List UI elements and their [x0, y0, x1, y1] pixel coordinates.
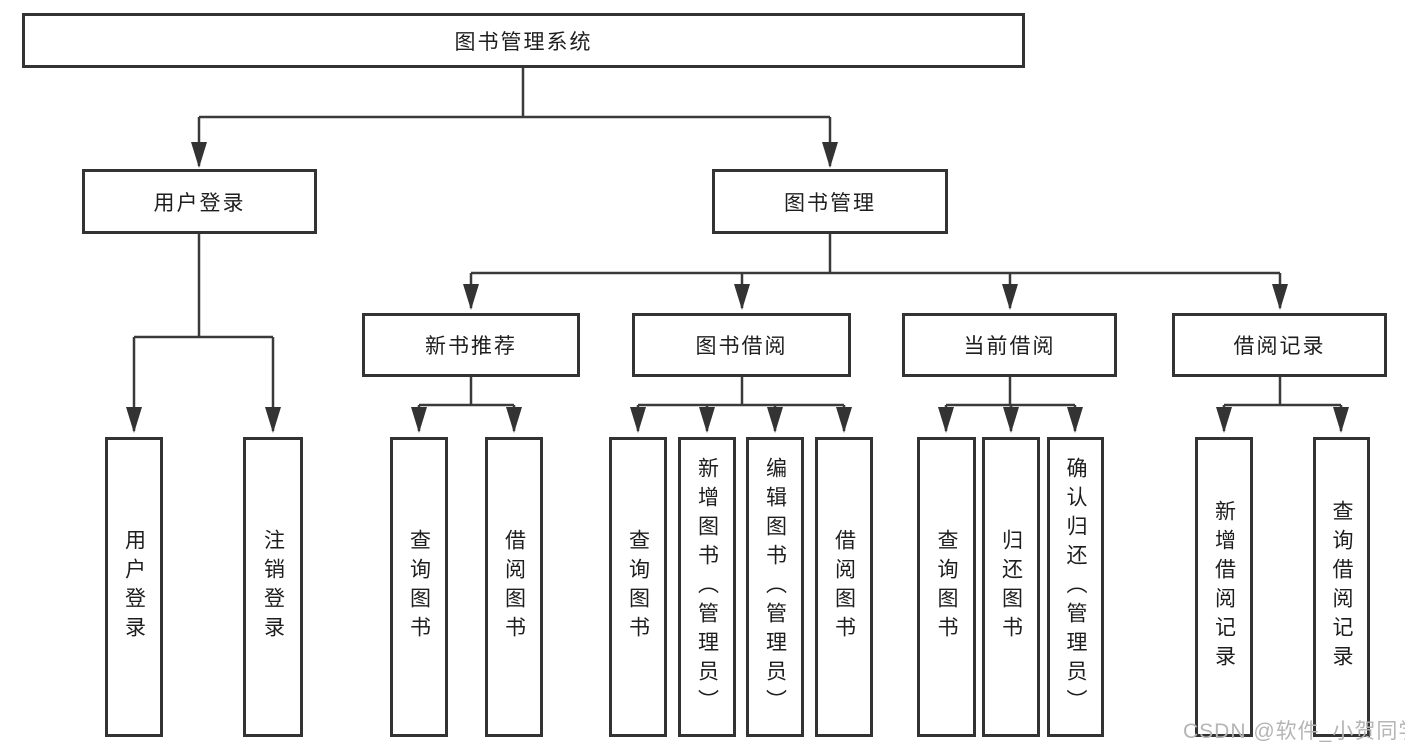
node-label: 用户登录: [122, 529, 146, 645]
node-label: 图书管理系统: [454, 30, 593, 54]
csdn-watermark: CSDN @软件_小贺同学: [1183, 720, 1405, 743]
node-label: 当前借阅: [963, 335, 1056, 358]
node-label: 新增借阅记录: [1212, 500, 1236, 674]
leaf-query-books-borrow: 查询图书: [609, 437, 667, 737]
node-book-management: 图书管理: [712, 169, 948, 234]
node-current-borrowing: 当前借阅: [902, 313, 1117, 377]
leaf-add-books-admin: 新增图书（管理员）: [678, 437, 736, 737]
leaf-query-books-recommend: 查询图书: [390, 437, 448, 737]
node-label: 编辑图书（管理员）: [763, 456, 787, 718]
node-root-system: 图书管理系统: [22, 13, 1025, 68]
node-label: 确认归还（管理员）: [1064, 456, 1087, 718]
leaf-return-books: 归还图书: [982, 437, 1040, 737]
node-label: 借阅图书: [832, 529, 856, 645]
node-label: 图书管理: [784, 191, 876, 215]
node-borrowing-records: 借阅记录: [1172, 313, 1387, 377]
node-label: 借阅记录: [1233, 335, 1326, 358]
leaf-confirm-return-admin: 确认归还（管理员）: [1047, 437, 1104, 737]
node-label: 查询借阅记录: [1330, 500, 1353, 674]
leaf-user-login: 用户登录: [105, 437, 163, 737]
node-new-book-recommend: 新书推荐: [362, 313, 580, 377]
node-label: 归还图书: [999, 529, 1023, 645]
leaf-query-borrow-record: 查询借阅记录: [1313, 437, 1370, 737]
leaf-query-books-current: 查询图书: [917, 437, 976, 737]
node-book-borrowing: 图书借阅: [632, 313, 851, 377]
leaf-borrow-books: 借阅图书: [815, 437, 873, 737]
leaf-add-borrow-record: 新增借阅记录: [1195, 437, 1253, 737]
node-label: 图书借阅: [695, 335, 788, 358]
node-user-login: 用户登录: [82, 169, 317, 234]
node-label: 注销登录: [261, 529, 285, 645]
leaf-logout: 注销登录: [243, 437, 303, 737]
node-label: 查询图书: [935, 529, 958, 645]
node-label: 借阅图书: [502, 529, 526, 645]
leaf-borrow-books-recommend: 借阅图书: [485, 437, 543, 737]
node-label: 用户登录: [153, 191, 246, 215]
node-label: 查询图书: [407, 529, 431, 645]
node-label: 查询图书: [626, 529, 650, 645]
node-label: 新书推荐: [425, 335, 517, 358]
node-label: 新增图书（管理员）: [695, 456, 719, 718]
leaf-edit-books-admin: 编辑图书（管理员）: [746, 437, 804, 737]
